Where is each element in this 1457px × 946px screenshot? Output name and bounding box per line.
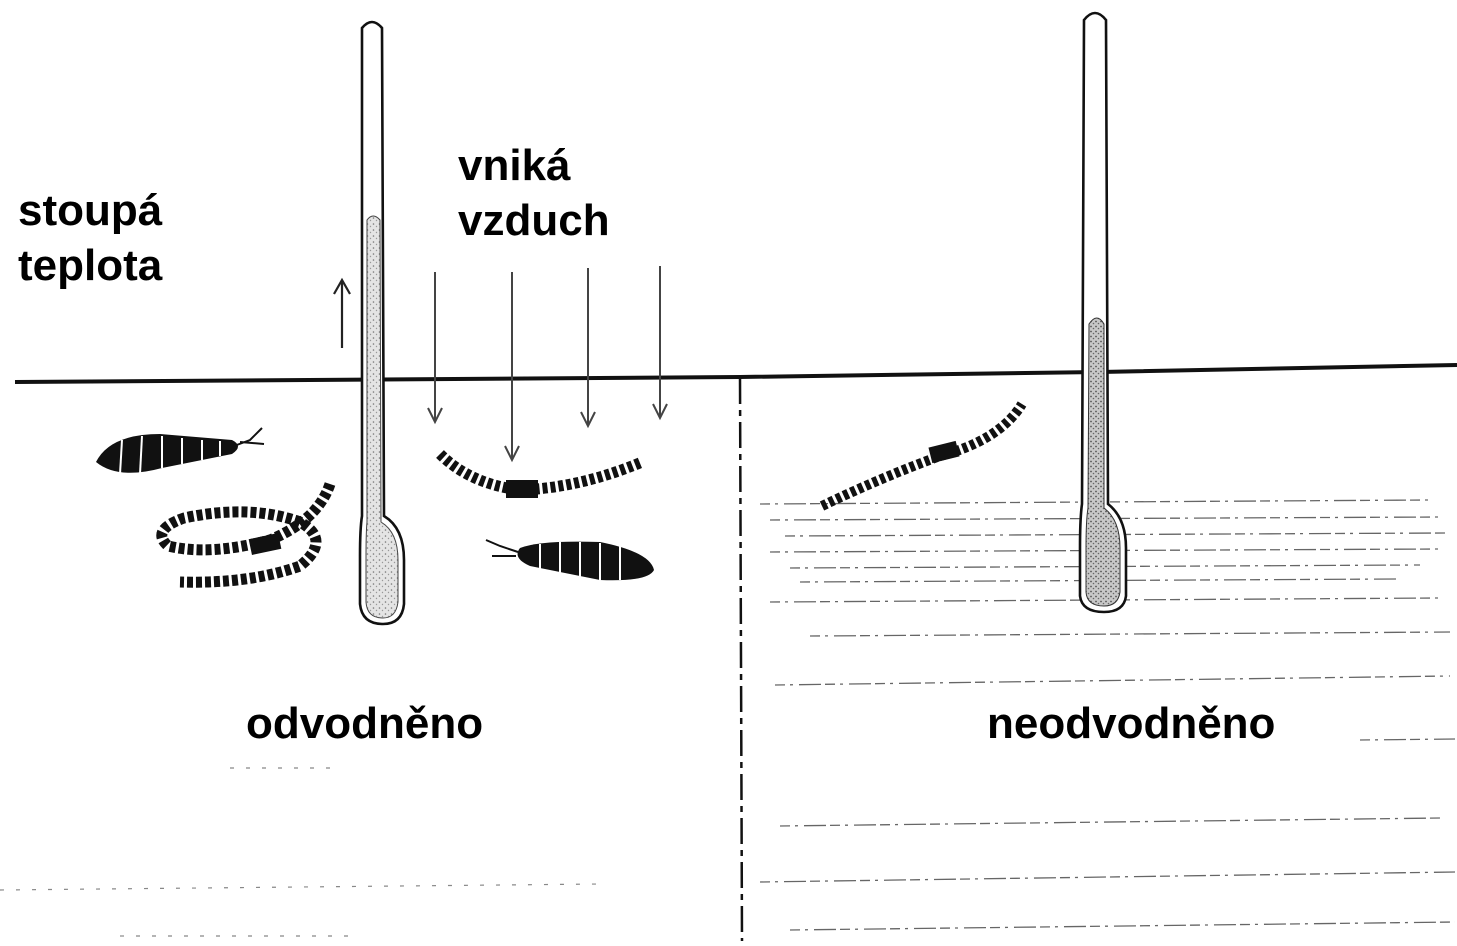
air-enters-line-2: vzduch (458, 193, 610, 248)
arrow-down-icon (653, 266, 667, 418)
undrained-label: neodvodněno (987, 696, 1275, 751)
arrow-down-icon (581, 268, 595, 426)
air-enters-label: vniká vzduch (458, 138, 610, 248)
earthworm-icon (440, 454, 642, 490)
wireworm-icon (822, 404, 1022, 506)
beetle-larva-icon (486, 540, 654, 580)
arrow-down-icon (428, 272, 442, 422)
beetle-larva-icon (96, 428, 264, 474)
temperature-rises-line-1: stoupá (18, 183, 162, 238)
divider-line (740, 378, 742, 941)
millipede-icon (162, 484, 330, 582)
temperature-rises-label: stoupá teplota (18, 183, 162, 293)
arrow-down-icon (505, 272, 519, 460)
drained-label: odvodněno (246, 696, 483, 751)
ground-line (15, 365, 1457, 382)
thermometer-icon (1080, 13, 1126, 612)
temperature-rises-line-2: teplota (18, 238, 162, 293)
thermometer-icon (360, 22, 404, 624)
arrow-up-icon (334, 280, 350, 348)
scan-speckles (0, 768, 600, 936)
air-enters-line-1: vniká (458, 138, 610, 193)
